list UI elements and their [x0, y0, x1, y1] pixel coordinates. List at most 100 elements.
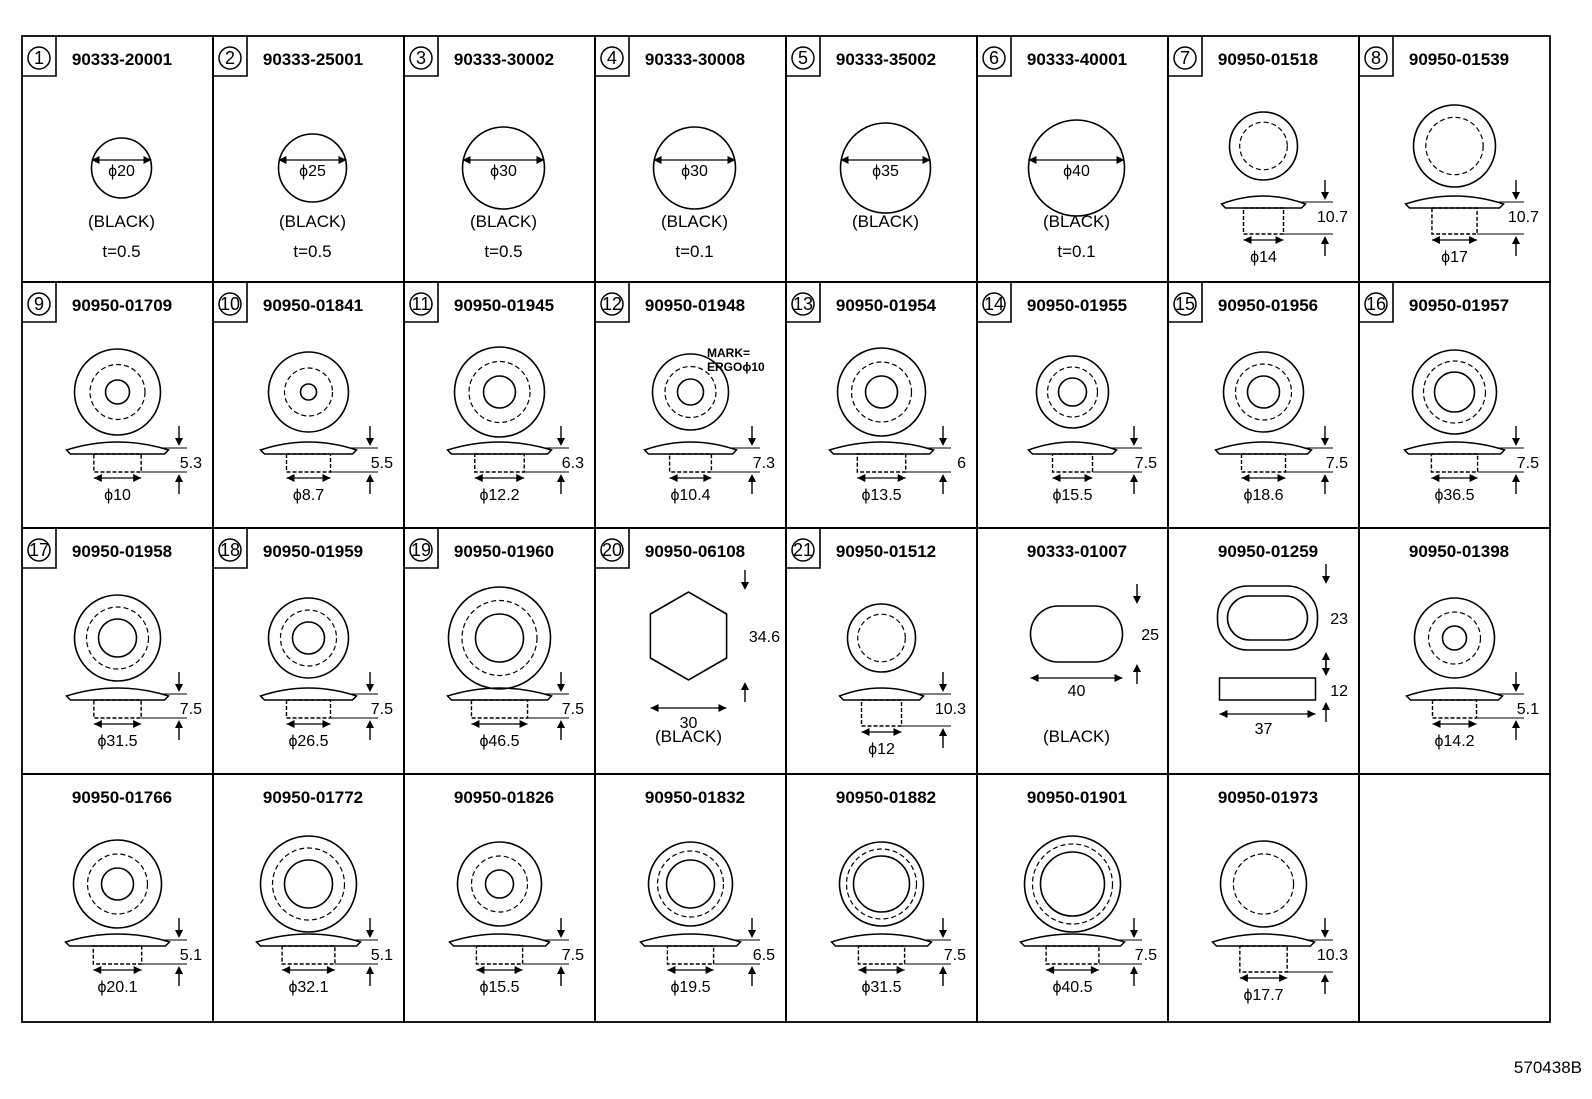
part-number: 90950-01955: [1027, 296, 1127, 315]
index-box: [786, 282, 821, 323]
part-number: 90950-01959: [263, 542, 363, 561]
cell-border: [785, 527, 978, 775]
top-view-outer: [456, 841, 543, 927]
bottom-diameter-dim-arrow-left: [93, 474, 102, 482]
bottom-diameter-dim-arrow-left: [1432, 720, 1441, 728]
part-number: 90333-25001: [263, 50, 363, 69]
height-arrowhead-top: [175, 930, 183, 938]
height-label: 34.6: [749, 629, 780, 646]
height-arrowhead-bottom: [366, 966, 374, 974]
index-box: [213, 36, 248, 77]
index-circle: [982, 46, 1006, 70]
index-box: [404, 36, 439, 77]
side-view-flange: [1211, 933, 1316, 947]
bottom-diameter-dim-arrow-left: [1052, 474, 1061, 482]
height-arrowhead-bottom: [1130, 966, 1138, 974]
height-label: 7.5: [944, 947, 966, 964]
side-view-body: [1051, 453, 1094, 473]
height-label: 7.3: [753, 455, 775, 472]
disc-outline: [277, 133, 348, 203]
height-arrowhead-top: [748, 438, 756, 446]
diameter-label: ϕ14: [1250, 249, 1277, 266]
index-box: [595, 282, 630, 323]
top-view-outer: [1412, 104, 1497, 188]
top-view-dashed: [1046, 366, 1099, 418]
side-width-dim-arrow-left: [1219, 710, 1228, 718]
bottom-diameter-dim-arrow-right: [1090, 966, 1099, 974]
index-box: [595, 528, 630, 569]
side-view-body: [93, 453, 142, 473]
height-arrowhead-top: [1130, 438, 1138, 446]
side-view-body: [1239, 945, 1288, 973]
diameter-label: ϕ20: [108, 163, 135, 180]
side-view-body: [1045, 945, 1100, 965]
diameter-label: ϕ19.5: [670, 979, 710, 996]
index-number: 10: [220, 294, 240, 314]
top-view-dashed: [271, 847, 346, 921]
index-number: 7: [1180, 48, 1190, 68]
cell-border: [785, 35, 978, 283]
index-circle: [982, 292, 1006, 316]
height-arrowhead-top: [1512, 438, 1520, 446]
side-view-body: [1240, 453, 1287, 473]
bottom-diameter-dim-arrow-right: [1277, 474, 1286, 482]
disc-diameter-dim-arrow-left: [278, 156, 287, 164]
top-view-dashed: [461, 599, 538, 677]
bottom-diameter-dim-arrow-left: [1046, 966, 1055, 974]
part-number: 90950-01512: [836, 542, 936, 561]
hex-height-arrowhead-bottom: [741, 682, 749, 690]
thickness-note: t=0.5: [484, 242, 522, 261]
top-view-outer: [259, 835, 358, 933]
top-view-outer: [846, 603, 917, 673]
diameter-label: ϕ20.1: [97, 979, 137, 996]
side-height-arrowhead-bottom: [1322, 702, 1330, 710]
top-view-dashed: [1422, 360, 1487, 424]
bottom-diameter-dim-arrow-left: [282, 966, 291, 974]
side-view-flange: [830, 933, 933, 947]
side-view-flange: [259, 441, 358, 455]
diameter-label: ϕ35: [872, 163, 899, 180]
index-number: 20: [602, 540, 622, 560]
side-view-body: [1430, 453, 1479, 473]
part-number: 90333-01007: [1027, 542, 1127, 561]
height-arrowhead-bottom: [175, 474, 183, 482]
bottom-diameter-dim-arrow-left: [93, 720, 102, 728]
top-view-outer: [267, 597, 350, 679]
bottom-diameter-dim-arrow-left: [476, 966, 485, 974]
top-view-dashed: [1239, 121, 1288, 171]
bottom-diameter-dim-arrow-right: [893, 728, 902, 736]
side-view-body: [474, 453, 525, 473]
bottom-diameter-dim-arrow-left: [471, 720, 480, 728]
top-view-dashed: [468, 360, 531, 424]
part-number: 90950-01826: [454, 788, 554, 807]
part-number: 90950-01948: [645, 296, 745, 315]
part-number: 90950-06108: [645, 542, 745, 561]
index-number: 12: [602, 294, 622, 314]
side-view-body: [1218, 677, 1317, 701]
top-view-outer: [836, 347, 927, 437]
top-view-outer: [838, 841, 925, 927]
disc-diameter-dim-arrow-left: [1028, 156, 1037, 164]
thickness-note: t=0.1: [1057, 242, 1095, 261]
height-label: 7.5: [562, 947, 584, 964]
bottom-diameter-dim-arrow-right: [322, 474, 331, 482]
top-view-outer: [1228, 111, 1299, 181]
side-view-flange: [1220, 195, 1307, 209]
top-view-outer: [73, 594, 162, 682]
top-view-outer: [1035, 355, 1110, 429]
top-view-dashed: [656, 850, 725, 918]
disc-diameter-dim-arrow-left: [462, 156, 471, 164]
hex-width-dim-arrow-right: [718, 704, 727, 712]
color-note: (BLACK): [1043, 727, 1110, 746]
bottom-diameter-dim-arrow-left: [1243, 236, 1252, 244]
top-view-inner: [104, 379, 131, 405]
part-number: 90950-01398: [1409, 542, 1509, 561]
top-view-inner: [665, 859, 716, 909]
height-arrowhead-bottom: [748, 966, 756, 974]
index-number: 6: [989, 48, 999, 68]
